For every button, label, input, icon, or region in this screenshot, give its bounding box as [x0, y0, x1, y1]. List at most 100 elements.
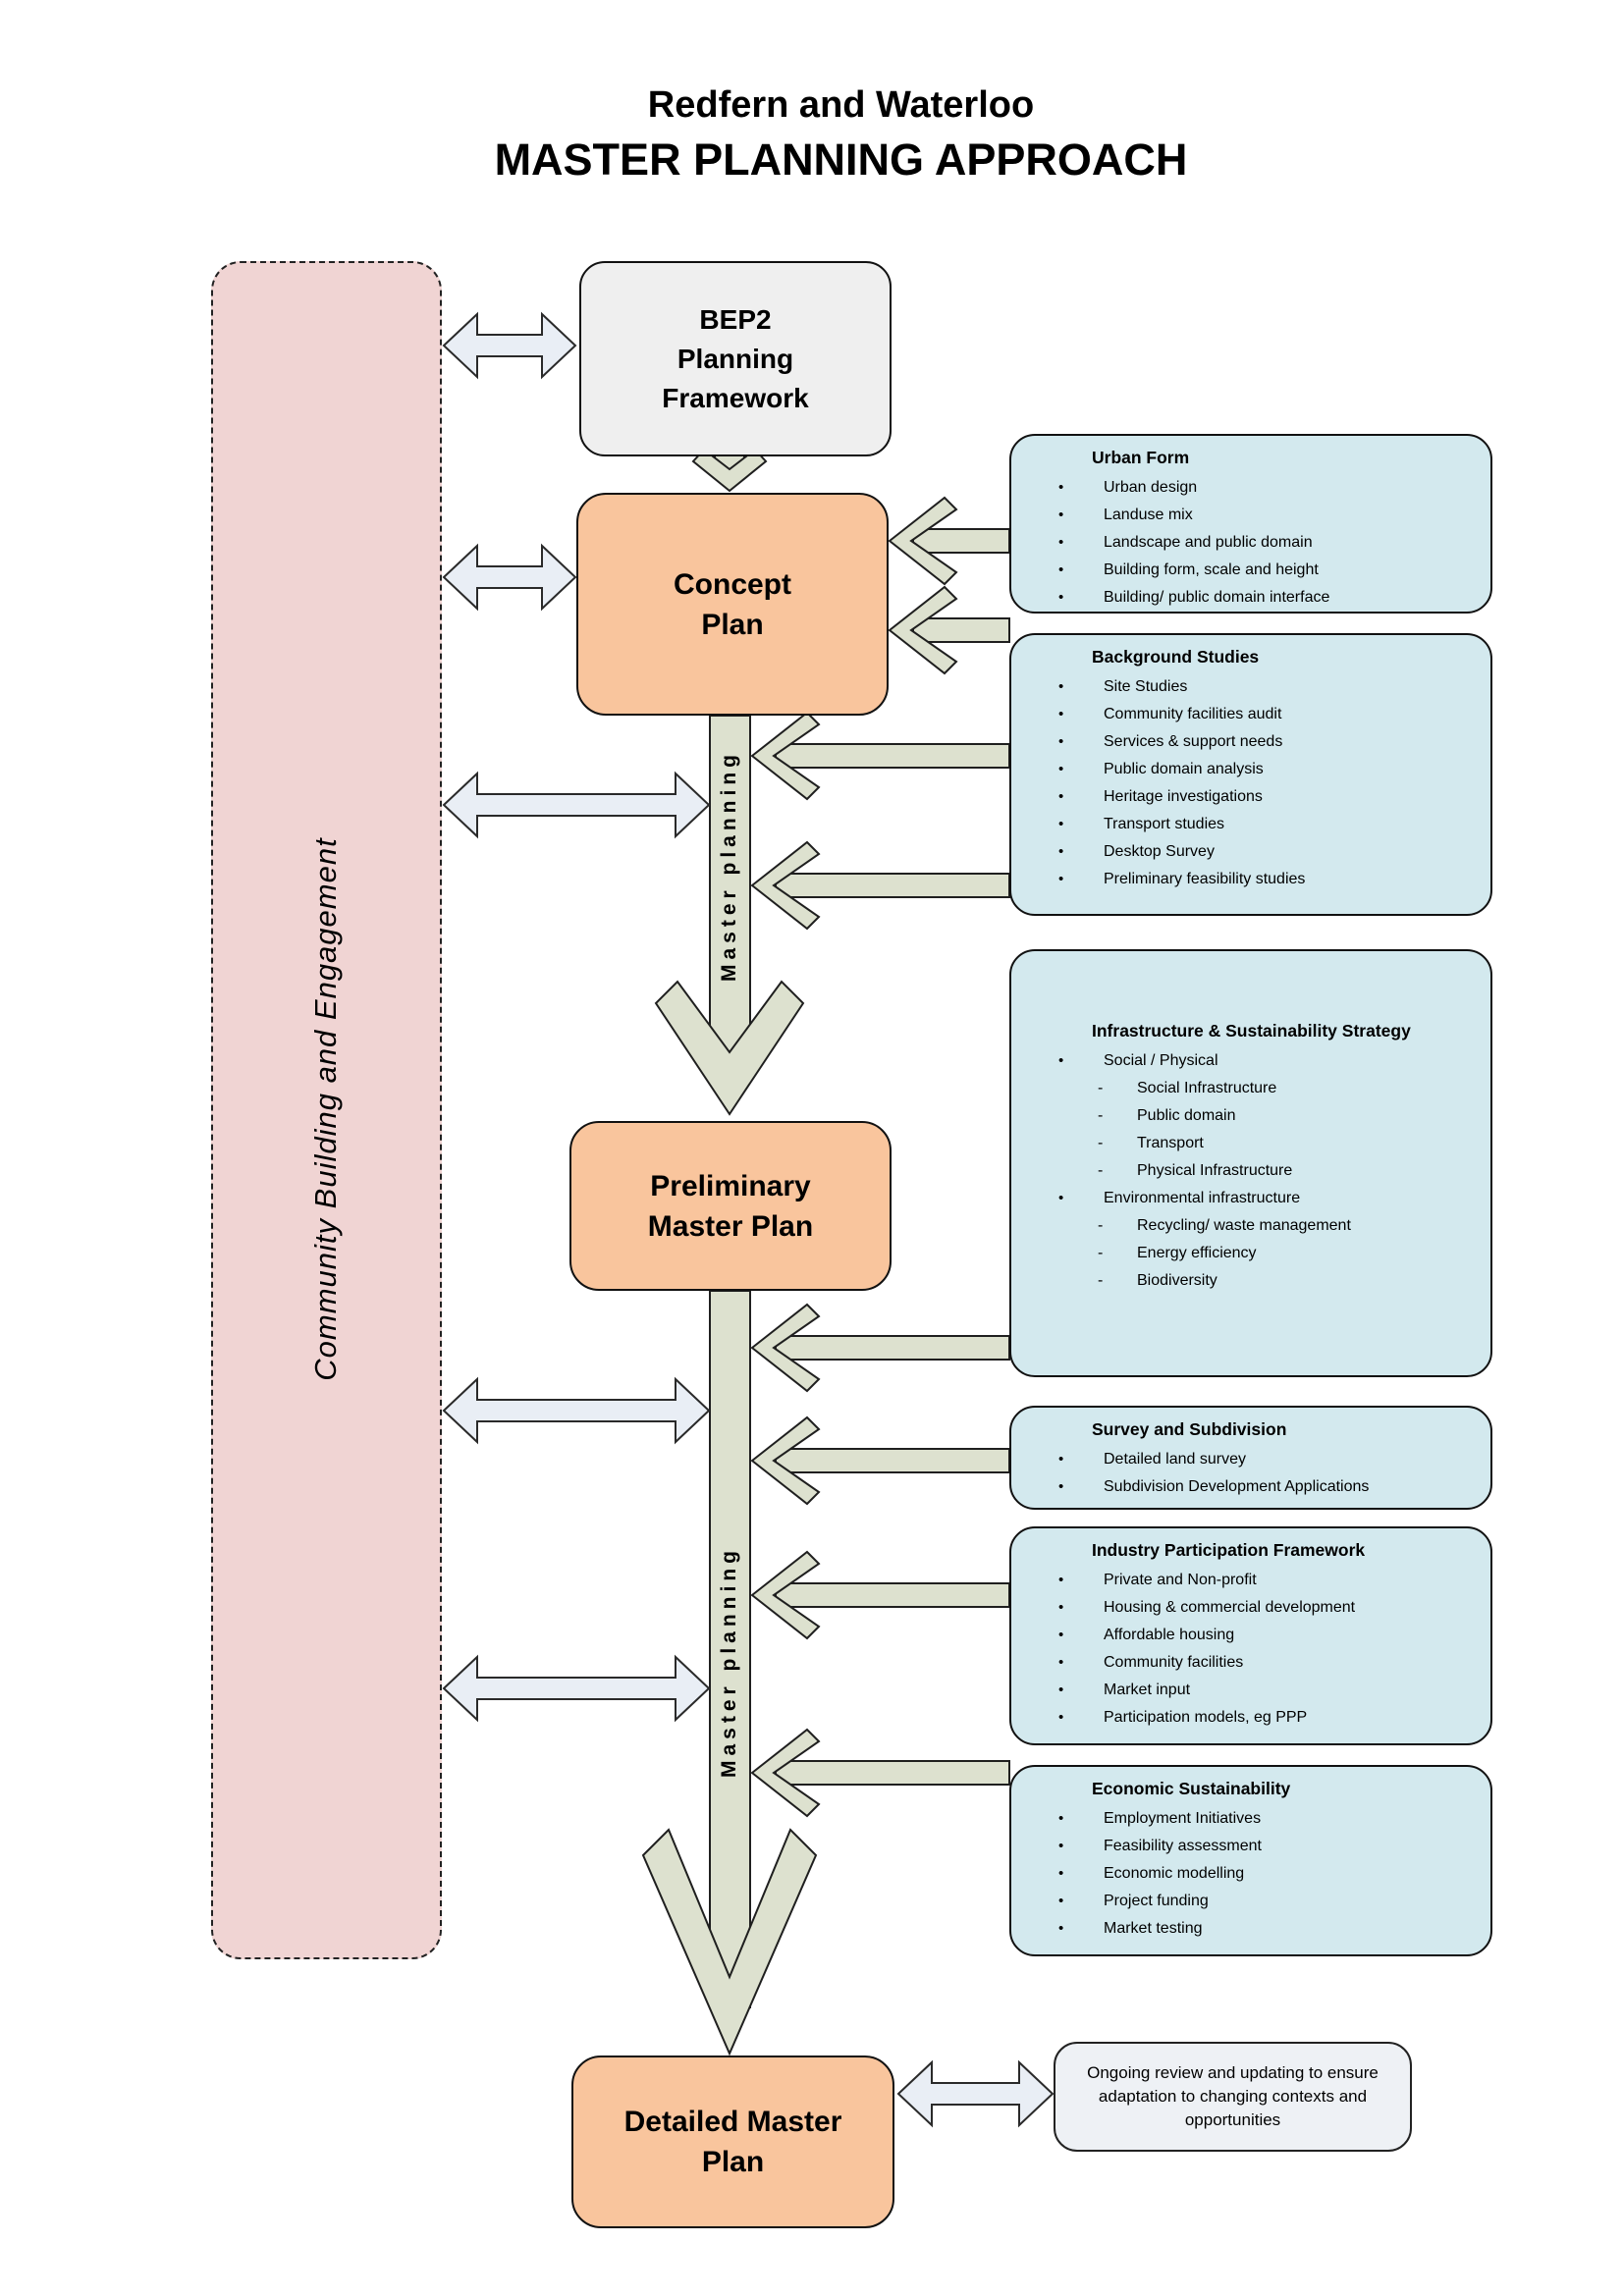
bullet-text: Public domain analysis	[1104, 761, 1264, 777]
side-box-infrastructure-sustainability: Infrastructure & Sustainability Strategy…	[1009, 949, 1492, 1377]
bullet-item: •Urban design	[1011, 474, 1490, 502]
community-building-label: Community Building and Engagement	[308, 837, 343, 1381]
bullet-text: Services & support needs	[1104, 733, 1283, 750]
bullet-text: Environmental infrastructure	[1104, 1190, 1301, 1206]
bullet-text: Site Studies	[1104, 678, 1188, 695]
bullet-text: Participation models, eg PPP	[1104, 1709, 1308, 1726]
concept-plan-box: Concept Plan	[576, 493, 889, 716]
bullet-list: •Private and Non-profit•Housing & commer…	[1011, 1567, 1490, 1732]
arrow-survey-to-band-icon	[750, 1415, 1010, 1506]
master-planning-band-2	[641, 1290, 818, 2056]
box-label-line: Plan	[701, 2146, 765, 2178]
master-planning-label-lower: Master planning	[718, 1545, 740, 1779]
bullet-text: Heritage investigations	[1104, 788, 1263, 805]
bullet-item: • Market input	[1011, 1677, 1490, 1704]
bullet-list: •Employment Initiatives•Feasibility asse…	[1011, 1805, 1490, 1943]
bullet-text: Market testing	[1104, 1920, 1203, 1937]
bullet-item: •Private and Non-profit	[1011, 1567, 1490, 1594]
bullet-marker: •	[1058, 507, 1064, 523]
bullet-text: Urban design	[1104, 479, 1198, 496]
bullet-marker: •	[1058, 1709, 1064, 1726]
bullet-text: Physical Infrastructure	[1137, 1162, 1293, 1179]
bullet-item: • Desktop Survey	[1011, 838, 1490, 866]
bullet-marker: •	[1058, 788, 1064, 805]
arrow-community-band1-icon	[442, 771, 711, 839]
bullet-item: •Detailed land survey	[1011, 1446, 1490, 1473]
bullet-item: •Affordable housing	[1011, 1622, 1490, 1649]
bullet-marker: -	[1098, 1162, 1104, 1179]
bullet-item: - Physical Infrastructure	[1011, 1157, 1490, 1185]
side-box-title: Infrastructure & Sustainability Strategy	[1092, 1021, 1411, 1041]
bullet-item: •Subdivision Development Applications	[1011, 1473, 1490, 1501]
bullet-text: Economic modelling	[1104, 1865, 1245, 1882]
bullet-marker: •	[1058, 1572, 1064, 1588]
bullet-marker: -	[1098, 1217, 1104, 1234]
bullet-marker: -	[1098, 1107, 1104, 1124]
bullet-marker: •	[1058, 1865, 1064, 1882]
bullet-text: Landuse mix	[1104, 507, 1193, 523]
bullet-marker: •	[1058, 1478, 1064, 1495]
bullet-text: Market input	[1104, 1682, 1191, 1698]
arrow-economic-to-band-icon	[750, 1728, 1010, 1818]
bullet-list: •Detailed land survey•Subdivision Develo…	[1011, 1446, 1490, 1501]
bullet-marker: •	[1058, 706, 1064, 722]
bullet-text: Social / Physical	[1104, 1052, 1218, 1069]
bullet-text: Public domain	[1137, 1107, 1236, 1124]
bep2-planning-framework-box: BEP2 Planning Framework	[579, 261, 892, 456]
bullet-marker: •	[1058, 1810, 1064, 1827]
side-box-title: Background Studies	[1092, 647, 1260, 667]
bullet-text: Community facilities audit	[1104, 706, 1282, 722]
bullet-list: •Social / Physical-Social Infrastructure…	[1011, 1047, 1490, 1295]
ongoing-review-box: Ongoing review and updating to ensure ad…	[1054, 2042, 1412, 2152]
bullet-item: - Social Infrastructure	[1011, 1075, 1490, 1102]
bullet-text: Desktop Survey	[1104, 843, 1215, 860]
box-label-line: BEP2	[699, 303, 772, 335]
box-label-line: Framework	[662, 382, 809, 413]
bullet-marker: •	[1058, 1682, 1064, 1698]
arrow-detailed-review-icon	[896, 2059, 1055, 2128]
arrow-infrastructure-to-band-icon	[750, 1303, 1010, 1393]
arrow-industry-to-band-icon	[750, 1550, 1010, 1640]
bullet-marker: •	[1058, 1920, 1064, 1937]
bullet-item: •Landscape and public domain	[1011, 529, 1490, 557]
arrow-community-bep2-icon	[442, 311, 577, 380]
bullet-marker: -	[1098, 1080, 1104, 1096]
detailed-master-plan-box: Detailed Master Plan	[571, 2056, 894, 2228]
bullet-item: •Project funding	[1011, 1888, 1490, 1915]
arrow-background-studies-lower-to-band-icon	[750, 840, 1010, 931]
bullet-marker: •	[1058, 589, 1064, 606]
bullet-item: •Preliminary feasibility studies	[1011, 866, 1490, 893]
box-label-line: Master Plan	[647, 1209, 814, 1243]
bullet-marker: •	[1058, 561, 1064, 578]
bullet-item: •Transport studies	[1011, 811, 1490, 838]
bullet-item: • Site Studies	[1011, 673, 1490, 701]
preliminary-master-plan-box: Preliminary Master Plan	[569, 1121, 892, 1291]
bullet-item: -Biodiversity	[1011, 1267, 1490, 1295]
bullet-text: Building/ public domain interface	[1104, 589, 1330, 606]
bullet-marker: •	[1058, 733, 1064, 750]
bullet-text: Building form, scale and height	[1104, 561, 1319, 578]
side-box-industry-participation: Industry Participation Framework •Privat…	[1009, 1526, 1492, 1745]
ongoing-review-text: Ongoing review and updating to ensure ad…	[1087, 2063, 1379, 2129]
bullet-marker: -	[1098, 1135, 1104, 1151]
bullet-item: •Environmental infrastructure	[1011, 1185, 1490, 1212]
bullet-item: •Employment Initiatives	[1011, 1805, 1490, 1833]
bullet-item: - Public domain	[1011, 1102, 1490, 1130]
bullet-text: Affordable housing	[1104, 1627, 1235, 1643]
bullet-marker: •	[1058, 816, 1064, 832]
arrow-urban-form-to-concept-icon	[888, 496, 1010, 586]
bullet-item: • Landuse mix	[1011, 502, 1490, 529]
bullet-item: • Economic modelling	[1011, 1860, 1490, 1888]
bullet-text: Project funding	[1104, 1893, 1209, 1909]
bullet-text: Community facilities	[1104, 1654, 1244, 1671]
bullet-marker: •	[1058, 678, 1064, 695]
bullet-item: •Housing & commercial development	[1011, 1594, 1490, 1622]
bullet-marker: •	[1058, 843, 1064, 860]
bullet-text: Landscape and public domain	[1104, 534, 1313, 551]
bullet-text: Social Infrastructure	[1137, 1080, 1277, 1096]
side-box-urban-form: Urban Form •Urban design•Landuse mix•Lan…	[1009, 434, 1492, 614]
bullet-text: Feasibility assessment	[1104, 1838, 1262, 1854]
master-planning-band-1	[654, 715, 805, 1116]
